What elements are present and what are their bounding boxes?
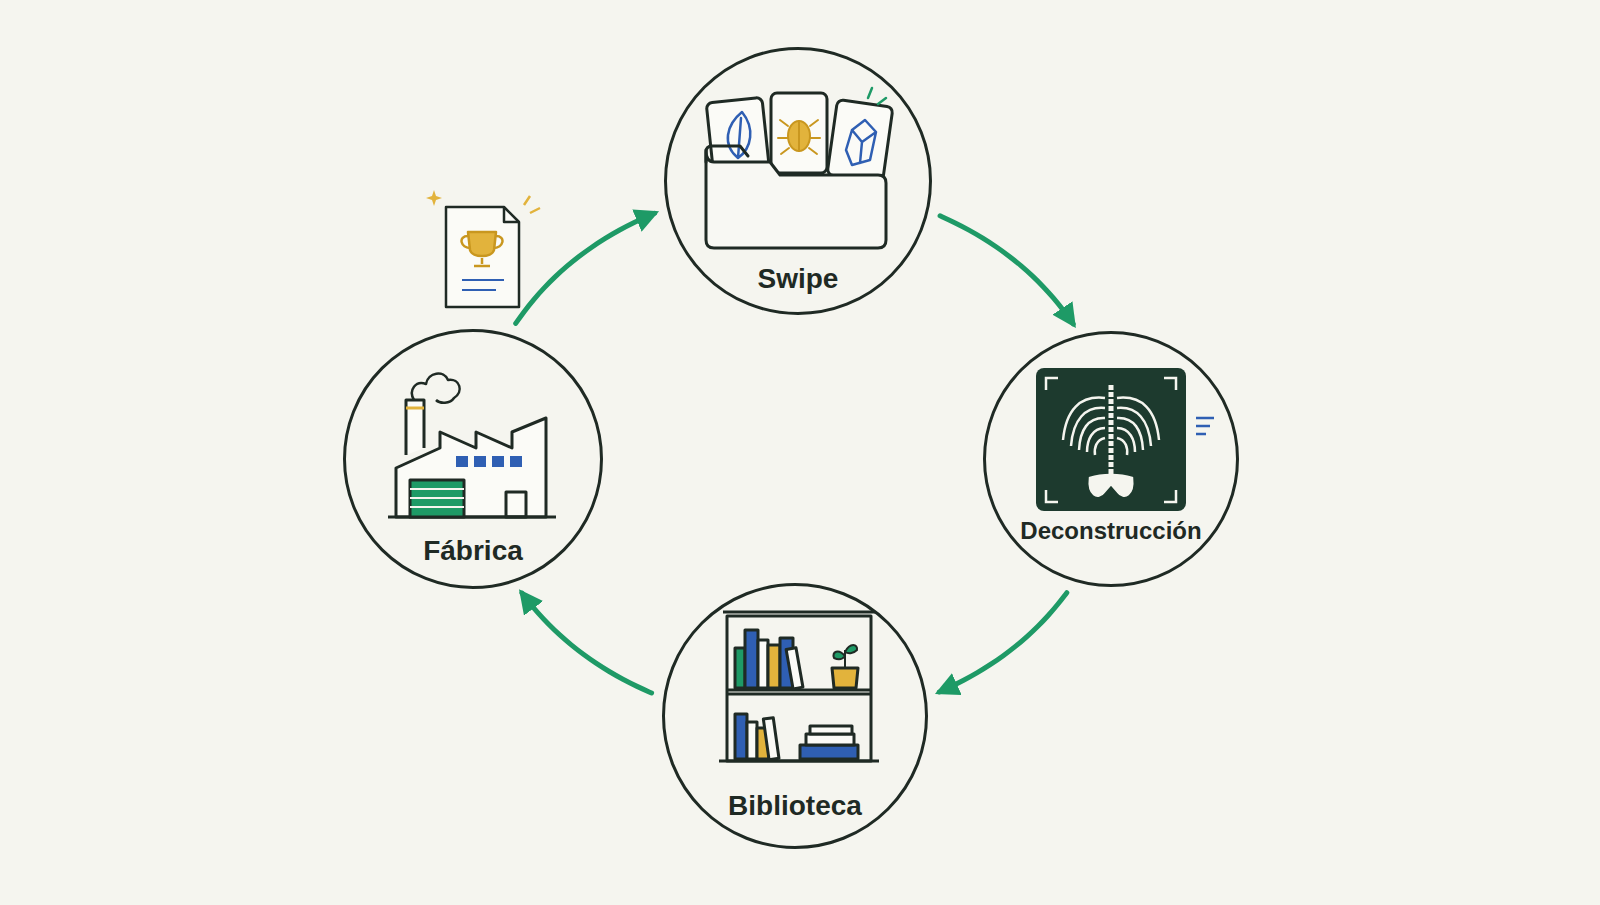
cycle-arrow xyxy=(522,593,652,693)
node-label: Fábrica xyxy=(343,534,603,568)
bookshelf-icon xyxy=(719,612,879,761)
circle-outline xyxy=(985,333,1238,586)
xray-icon xyxy=(1036,368,1214,511)
node-label: Swipe xyxy=(664,262,932,296)
cycle-arrow xyxy=(940,216,1073,324)
cycle-circle: Fábrica xyxy=(343,329,603,589)
factory-icon xyxy=(388,374,556,517)
cycle-arrow xyxy=(939,593,1066,692)
swipe-icon xyxy=(706,88,893,248)
trophy-document xyxy=(426,190,540,307)
node-label: Biblioteca xyxy=(662,789,928,823)
cycle-arrow xyxy=(516,213,655,323)
cycle-circle: Biblioteca xyxy=(662,583,928,849)
cycle-circle: Deconstrucción xyxy=(983,331,1239,587)
cycle-circle: Swipe xyxy=(664,47,932,315)
circle-outline xyxy=(983,331,1239,587)
node-label: Deconstrucción xyxy=(983,517,1239,546)
